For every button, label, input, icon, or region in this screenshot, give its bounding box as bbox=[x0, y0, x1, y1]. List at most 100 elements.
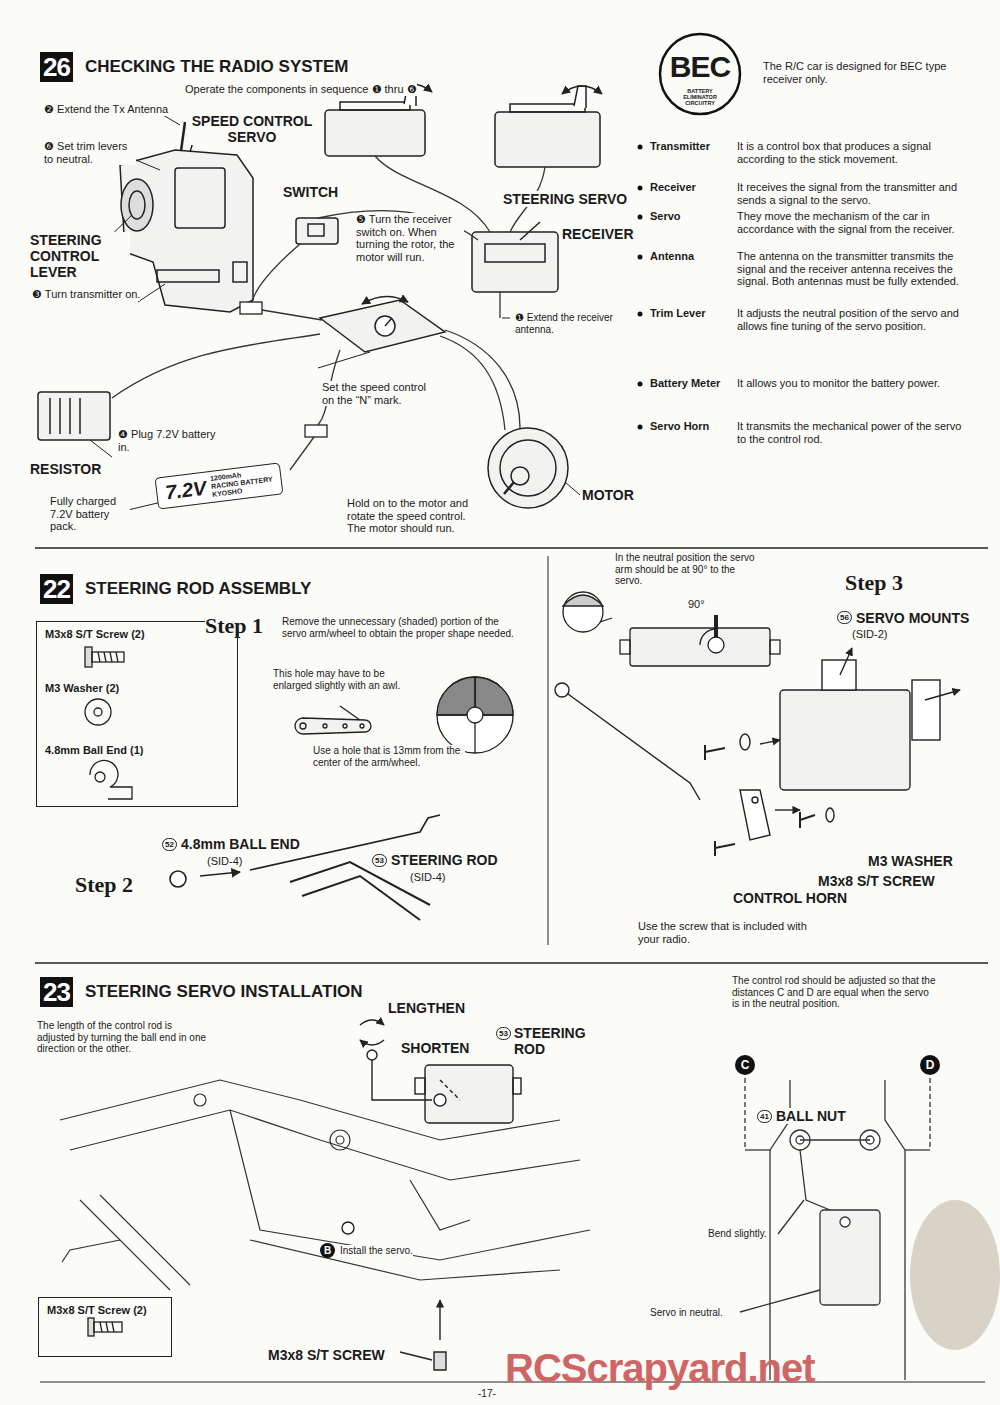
servo-install bbox=[415, 1078, 425, 1094]
servo-assembly bbox=[840, 648, 852, 675]
steering-servo bbox=[562, 86, 602, 94]
part-icon bbox=[95, 772, 105, 782]
part-icon bbox=[94, 708, 102, 716]
part-icon bbox=[88, 1318, 94, 1336]
note-text: ❷ Extend the Tx Antenna bbox=[44, 103, 168, 116]
part-label: RECEIVER bbox=[562, 226, 634, 242]
note-text: In the neutral position the servo arm sh… bbox=[615, 552, 757, 587]
section-number: 23 bbox=[40, 977, 73, 1007]
servo-install bbox=[434, 1094, 446, 1106]
servo-arm bbox=[343, 724, 347, 728]
parts-text: M3x8 S/T Screw (2) bbox=[45, 628, 145, 640]
resistor bbox=[38, 392, 110, 440]
note-text: They move the mechanism of the car in ac… bbox=[737, 210, 969, 235]
speed-control bbox=[362, 296, 408, 304]
part-label: CONTROL HORN bbox=[733, 890, 847, 906]
chassis bbox=[194, 1094, 206, 1106]
servo-install bbox=[372, 1060, 432, 1100]
wire bbox=[440, 336, 505, 430]
servo-neutral bbox=[620, 640, 630, 654]
callout-circle: C bbox=[735, 1055, 755, 1075]
wire bbox=[112, 156, 545, 470]
battery-pack: 7.2V1200mAhRACING BATTERYKYOSHO bbox=[155, 462, 284, 509]
note-text: Fully charged 7.2V battery pack. bbox=[50, 495, 130, 533]
water-stain bbox=[910, 1200, 1000, 1350]
note-text: (SID-4) bbox=[207, 855, 242, 868]
part-icon bbox=[92, 652, 124, 662]
transmitter bbox=[175, 168, 225, 228]
note-text: It is a control box that produces a sign… bbox=[737, 140, 969, 165]
transmitter bbox=[120, 122, 253, 312]
chassis bbox=[336, 1136, 344, 1144]
leader-line bbox=[90, 112, 580, 510]
switch bbox=[296, 218, 338, 244]
leader-line bbox=[90, 440, 112, 457]
connector bbox=[240, 302, 327, 437]
leader-line bbox=[565, 482, 580, 495]
steering-servo bbox=[495, 86, 602, 167]
note-text: Hold on to the motor and rotate the spee… bbox=[347, 497, 487, 535]
note-text: Remove the unnecessary (shaded) portion … bbox=[282, 616, 522, 639]
section-heading: STEERING SERVO INSTALLATION bbox=[85, 982, 363, 1002]
leader-line bbox=[136, 160, 160, 170]
part-icon bbox=[85, 647, 92, 667]
servo-wheel bbox=[437, 677, 513, 753]
definition-bullet bbox=[638, 215, 643, 220]
servo-assembly bbox=[705, 745, 725, 760]
note-text: ❶ Extend the receiver antenna. bbox=[515, 312, 627, 335]
note-text: The control rod should be adjusted so th… bbox=[732, 975, 937, 1010]
definition-bullet bbox=[638, 186, 643, 191]
section-heading: STEERING ROD ASSEMBLY bbox=[85, 579, 311, 599]
servo-assembly bbox=[912, 680, 940, 740]
part-label: MOTOR bbox=[582, 487, 634, 503]
note-text: Operate the components in sequence ❶ thr… bbox=[185, 83, 417, 96]
chassis-top-view bbox=[904, 1150, 905, 1380]
section-number: 26 bbox=[40, 52, 73, 82]
speed-control bbox=[320, 300, 445, 352]
term-label: Antenna bbox=[650, 250, 694, 263]
receiver bbox=[485, 244, 545, 262]
transmitter bbox=[129, 191, 145, 219]
water-stain bbox=[910, 1200, 1000, 1350]
servo-install bbox=[513, 1078, 521, 1094]
section-header: 23 STEERING SERVO INSTALLATION bbox=[40, 977, 363, 1007]
transmitter bbox=[157, 270, 219, 282]
term-label: Servo Horn bbox=[650, 420, 709, 433]
servo-install bbox=[434, 1352, 446, 1370]
steering-servo bbox=[495, 112, 600, 167]
step-label: Step 2 bbox=[75, 872, 133, 897]
term-label: Receiver bbox=[650, 181, 696, 194]
parts-text: M3x8 S/T Screw (2) bbox=[47, 1304, 147, 1316]
part-number: 52 bbox=[162, 838, 177, 851]
note-text: Use the screw that is included with your… bbox=[638, 920, 813, 945]
note-text: It receives the signal from the transmit… bbox=[737, 181, 969, 206]
servo-install bbox=[425, 1065, 513, 1123]
receiver bbox=[472, 222, 558, 292]
servo-neutral bbox=[630, 628, 770, 666]
servo-assembly bbox=[760, 740, 780, 744]
section-divider bbox=[548, 556, 549, 945]
motor bbox=[504, 482, 514, 494]
servo-assembly bbox=[555, 648, 960, 856]
part-number: 41 bbox=[757, 1110, 772, 1123]
servo-install bbox=[342, 1222, 354, 1234]
chassis-top-view bbox=[740, 1290, 820, 1312]
connector bbox=[240, 302, 262, 314]
callout-circle: D bbox=[920, 1055, 940, 1075]
note-text: Bend slightly. bbox=[708, 1228, 767, 1240]
part-label: STEERING ROD bbox=[514, 1025, 599, 1057]
logo-text: BEC bbox=[658, 50, 742, 84]
section-header: 26CHECKING THE RADIO SYSTEM bbox=[40, 52, 348, 82]
wire bbox=[112, 334, 320, 398]
part-icon bbox=[90, 760, 132, 799]
parts-box: M3x8 S/T Screw (2) bbox=[38, 1297, 172, 1357]
servo-assembly bbox=[925, 690, 960, 700]
resistor bbox=[49, 398, 51, 434]
chassis-top-view bbox=[744, 1078, 745, 1150]
part-label: M3x8 S/T SCREW bbox=[818, 873, 935, 889]
chassis bbox=[410, 1180, 470, 1230]
step-label: Step 1 bbox=[205, 613, 263, 638]
switch bbox=[308, 224, 324, 236]
part-icon bbox=[94, 1322, 122, 1332]
servo-install bbox=[342, 1020, 521, 1370]
